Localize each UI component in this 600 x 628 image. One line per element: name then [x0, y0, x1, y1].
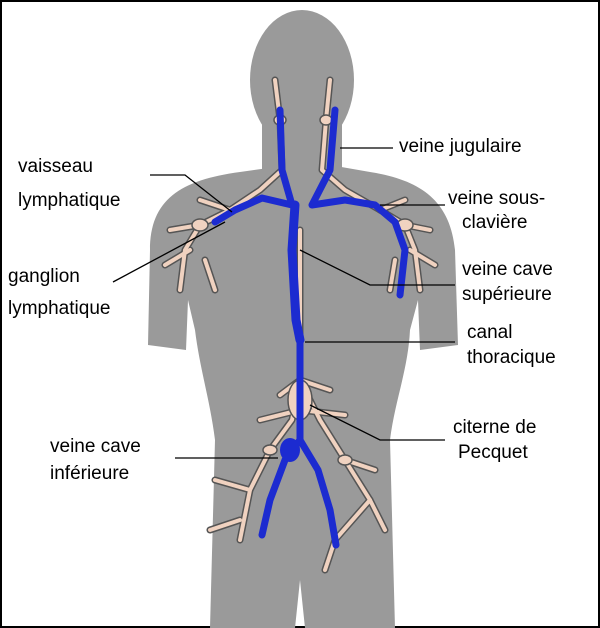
label-canal-line2: thoracique — [467, 347, 556, 368]
label-veine-cave-sup-line1: veine cave — [462, 259, 553, 280]
label-veine-cave-inf-line1: veine cave — [50, 436, 141, 457]
leader-ganglion — [112, 221, 226, 283]
label-canal-line1: canal — [467, 322, 513, 343]
label-veine-sous-line1: veine sous- — [448, 188, 546, 209]
label-vaisseau-line2: lymphatique — [18, 190, 121, 211]
label-citerne-line1: citerne de — [453, 417, 537, 438]
label-veine-cave-inf-line2: inférieure — [50, 463, 130, 484]
label-veine-cave-sup-line2: supérieure — [462, 284, 552, 305]
label-vaisseau-line1: vaisseau — [18, 156, 93, 177]
label-ganglion-line2: lymphatique — [8, 298, 111, 319]
label-ganglion-line1: ganglion — [8, 266, 80, 287]
leader-lines — [112, 147, 455, 459]
leader-citerne — [309, 404, 445, 441]
label-citerne-line2: Pecquet — [458, 442, 528, 463]
leader-veine-cave-sup — [299, 249, 455, 286]
leader-vaisseau — [150, 174, 233, 213]
label-veine-sous-line2: clavière — [462, 212, 528, 233]
label-veine-jugulaire: veine jugulaire — [399, 136, 522, 157]
